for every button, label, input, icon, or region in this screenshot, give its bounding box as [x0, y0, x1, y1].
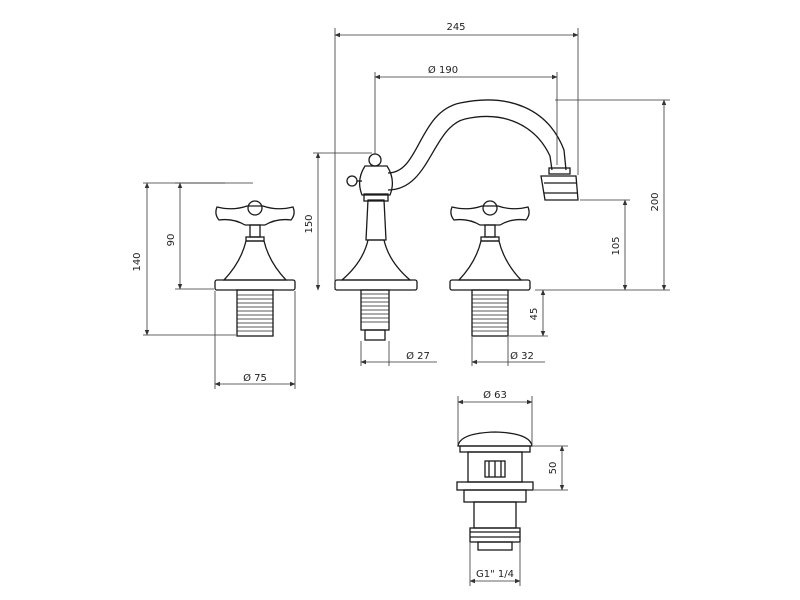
right-handle	[449, 200, 531, 337]
label-150: 150	[304, 214, 315, 233]
dim-spout-reach: Ø 190	[374, 64, 558, 165]
popup-waste	[456, 431, 534, 551]
left-cross-handle	[215, 200, 295, 242]
left-shank-thread	[237, 294, 273, 332]
label-200: 200	[650, 192, 661, 211]
dim-spread-width: 245	[334, 22, 579, 290]
dim-spout-outlet-height: 105	[580, 199, 630, 291]
dim-waste-height: 50	[533, 445, 568, 491]
spout-pipe	[387, 99, 579, 201]
dim-spout-body-height: 150	[304, 152, 372, 291]
label-90: 90	[166, 234, 177, 247]
dim-handle-shank-diameter: Ø 32	[471, 337, 545, 366]
dim-handle-base-diameter: Ø 75	[214, 291, 296, 389]
dim-waste-diameter: Ø 63	[457, 389, 533, 445]
dim-spout-shank-diameter: Ø 27	[360, 341, 437, 366]
label-g1-1-4: G1" 1/4	[476, 569, 514, 580]
dim-total-height: 200	[535, 99, 670, 291]
dim-shank-length: 45	[509, 289, 548, 337]
label-45: 45	[529, 308, 540, 321]
label-d32: Ø 32	[510, 350, 534, 362]
spout-shank-thread	[361, 293, 389, 323]
dim-handle-height: 90	[166, 182, 253, 290]
label-d75: Ø 75	[243, 372, 267, 384]
label-d63: Ø 63	[483, 389, 507, 401]
label-d27: Ø 27	[406, 350, 430, 362]
label-105: 105	[611, 236, 622, 255]
label-245: 245	[446, 22, 465, 33]
dim-waste-thread: G1" 1/4	[469, 543, 521, 586]
label-140: 140	[132, 252, 143, 271]
left-handle-side	[214, 200, 296, 337]
label-d190: Ø 190	[428, 64, 458, 76]
right-shank-thread	[472, 294, 508, 332]
dim-handle-total-height: 140	[132, 182, 236, 336]
label-50: 50	[548, 462, 559, 475]
right-cross-handle	[450, 200, 530, 242]
spout-body	[334, 153, 418, 341]
